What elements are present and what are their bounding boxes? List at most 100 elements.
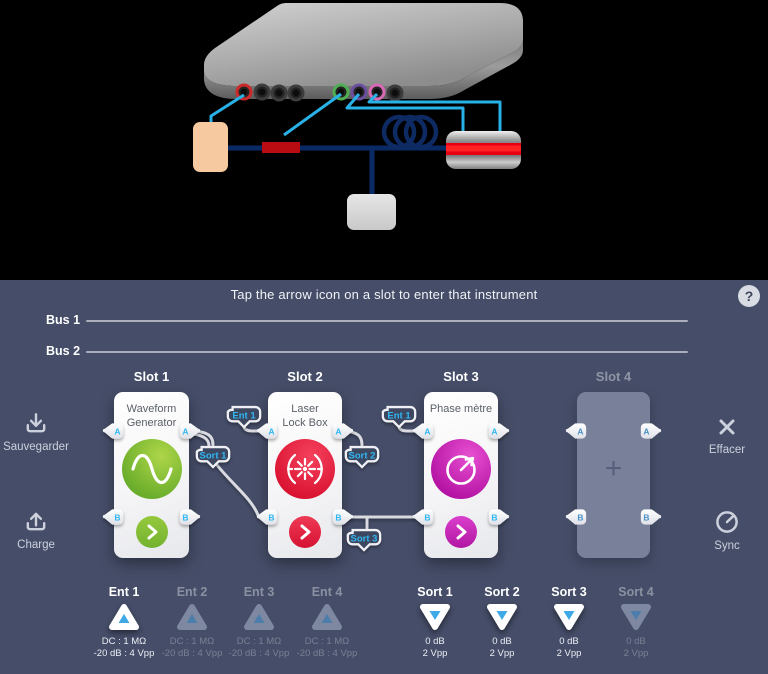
input-channel-ent3: Ent 3 DC : 1 MΩ-20 dB : 4 Vpp — [227, 585, 291, 661]
slot1-title: Slot 1 — [133, 369, 170, 384]
svg-text:Ent 1: Ent 1 — [387, 411, 411, 422]
optical-schematic — [193, 114, 521, 230]
upload-icon — [26, 512, 46, 531]
sync-button[interactable]: Sync — [691, 510, 763, 552]
slot1-port-b-right[interactable]: B — [179, 509, 201, 525]
ent4-input-button[interactable] — [310, 602, 344, 632]
svg-text:B: B — [643, 513, 649, 523]
triangle-up-icon — [244, 604, 274, 630]
svg-text:Sort 2: Sort 2 — [349, 451, 376, 462]
connector-plain — [270, 84, 288, 102]
slot3-card[interactable]: Phase mètre — [424, 392, 498, 558]
slot4-port-b-right[interactable]: B — [640, 509, 662, 525]
connector-plain — [386, 84, 404, 102]
svg-text:B: B — [268, 513, 274, 523]
slot1-port-a-left[interactable]: A — [102, 423, 124, 439]
slot3-title: Slot 3 — [443, 369, 479, 384]
slot2-port-a-left[interactable]: A — [256, 423, 278, 439]
connector-purple — [350, 83, 368, 101]
fiber-coil — [381, 114, 439, 150]
input-label: Ent 3 — [243, 585, 275, 599]
slot2-enter-button[interactable] — [289, 516, 321, 548]
svg-text:A: A — [491, 427, 497, 437]
input-settings: DC : 1 MΩ-20 dB : 4 Vpp — [296, 636, 358, 660]
load-button[interactable]: Charge — [0, 509, 72, 551]
triangle-down-icon — [554, 604, 584, 630]
connector-plain — [287, 84, 305, 102]
sync-label: Sync — [714, 540, 740, 552]
slot3-port-b-left[interactable]: B — [412, 509, 434, 525]
modulator-box — [262, 142, 300, 153]
routing-tag-sort3[interactable]: Sort 3 — [346, 528, 382, 552]
ent3-input-button[interactable] — [242, 602, 276, 632]
ent1-input-button[interactable] — [107, 602, 141, 632]
sine-wave-icon — [121, 439, 182, 499]
routing-tag-ent1-slot2[interactable]: Ent 1 — [226, 405, 262, 429]
slot4-port-b-left[interactable]: B — [565, 509, 587, 525]
slot3-port-a-right[interactable]: A — [488, 423, 510, 439]
ent2-input-button[interactable] — [175, 602, 209, 632]
slot1-port-a-right[interactable]: A — [179, 423, 201, 439]
slot1-port-b-left[interactable]: B — [102, 509, 124, 525]
slot4-port-a-right[interactable]: A — [640, 423, 662, 439]
sort1-output-button[interactable] — [418, 602, 452, 632]
clear-button[interactable]: Effacer — [691, 416, 763, 456]
slot3-port-b-right[interactable]: B — [488, 509, 510, 525]
slot4-card-empty[interactable]: + — [577, 392, 650, 558]
photodetector-box — [193, 122, 228, 172]
slot3-enter-button[interactable] — [445, 516, 477, 548]
header-instruction: Tap the arrow icon on a slot to enter th… — [230, 287, 538, 302]
bnc-connectors — [235, 83, 404, 102]
slot3-instrument-name: Phase mètre — [429, 403, 493, 415]
svg-text:B: B — [424, 513, 430, 523]
sort2-output-button[interactable] — [485, 602, 519, 632]
multi-instrument-panel: Tap the arrow icon on a slot to enter th… — [0, 280, 768, 674]
laser-lock-icon — [275, 439, 335, 499]
save-button[interactable]: Sauvegarder — [0, 411, 72, 453]
bus2-label: Bus 2 — [46, 344, 81, 358]
slot2-port-b-left[interactable]: B — [256, 509, 278, 525]
routing-tag-ent1-slot3[interactable]: Ent 1 — [381, 405, 417, 429]
plus-icon: + — [604, 452, 623, 485]
slot3-port-a-left[interactable]: A — [412, 423, 434, 439]
slot2-port-a-right[interactable]: A — [332, 423, 354, 439]
cable-green-to-modulator — [283, 92, 342, 137]
signal-cables — [209, 92, 502, 137]
routing-tag-sort1[interactable]: Sort 1 — [195, 445, 231, 469]
help-button[interactable]: ? — [738, 285, 760, 307]
phase-meter-icon — [431, 439, 491, 499]
connector-plain — [253, 83, 271, 101]
wire-slot1a-strand2 — [192, 432, 211, 448]
slot1-enter-button[interactable] — [135, 516, 168, 548]
routing-tag-sort2[interactable]: Sort 2 — [344, 445, 380, 469]
sort3-output-button[interactable] — [552, 602, 586, 632]
chevron-right-icon — [147, 524, 157, 540]
output-label: Sort 1 — [417, 585, 453, 599]
wire-ent1-to-slot2a — [242, 424, 260, 433]
svg-text:A: A — [424, 427, 430, 437]
input-channel-ent1: Ent 1 DC : 1 MΩ-20 dB : 4 Vpp — [92, 585, 156, 661]
slot2-title: Slot 2 — [287, 369, 323, 384]
input-label: Ent 2 — [176, 585, 208, 599]
triangle-down-icon — [487, 604, 517, 630]
input-channel-ent2: Ent 2 DC : 1 MΩ-20 dB : 4 Vpp — [160, 585, 224, 661]
slot4-port-a-left[interactable]: A — [565, 423, 587, 439]
triangle-down-icon — [621, 604, 651, 630]
triangle-up-icon — [312, 604, 342, 630]
chevron-right-icon — [300, 524, 311, 540]
moku-device — [204, 3, 523, 102]
sort4-output-button[interactable] — [619, 602, 653, 632]
chevron-right-icon — [456, 524, 467, 540]
component-box — [347, 194, 396, 230]
slot2-port-b-right[interactable]: B — [332, 509, 354, 525]
clear-label: Effacer — [708, 444, 746, 456]
bus2-line — [86, 351, 688, 353]
triangle-up-icon — [177, 604, 207, 630]
